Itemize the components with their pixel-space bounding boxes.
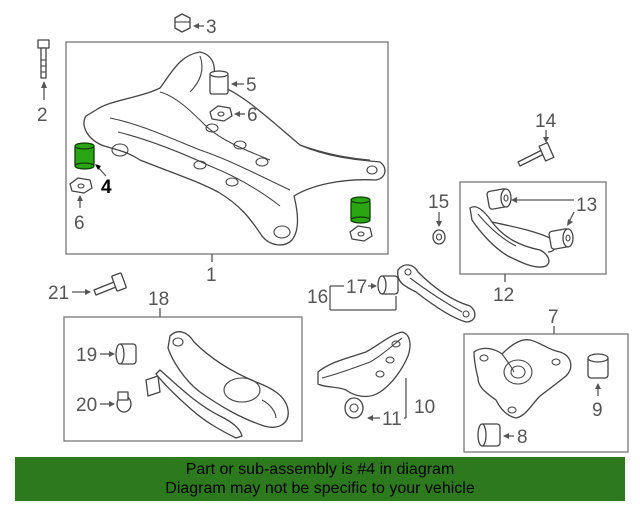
arrowhead bbox=[234, 111, 240, 117]
banner-line-1: Part or sub-assembly is #4 in diagram bbox=[185, 461, 455, 478]
arrowhead bbox=[85, 289, 91, 295]
bolt-part-20 bbox=[116, 391, 132, 413]
bushing-part-4-highlighted-left bbox=[74, 142, 95, 170]
callout-1: 1 bbox=[206, 265, 217, 286]
bolt-part-2 bbox=[37, 39, 50, 79]
bushing-part-13-lower bbox=[548, 228, 574, 250]
bushing-part-5 bbox=[209, 70, 229, 95]
callout-8: 8 bbox=[517, 427, 528, 448]
knuckle-group-box bbox=[463, 333, 629, 453]
arrowhead bbox=[567, 219, 573, 226]
washer-part-6-top bbox=[209, 105, 233, 122]
arrowhead bbox=[231, 81, 237, 87]
crossmember-part-1 bbox=[83, 51, 386, 246]
bushing-part-11 bbox=[344, 397, 364, 419]
info-banner: Part or sub-assembly is #4 in diagram Di… bbox=[15, 457, 625, 501]
callout-4: 4 bbox=[101, 177, 112, 198]
washer-part-6-right bbox=[349, 225, 373, 242]
bolt-part-14 bbox=[517, 142, 555, 167]
callout-2: 2 bbox=[37, 105, 48, 126]
banner-line-2: Diagram may not be specific to your vehi… bbox=[165, 480, 475, 497]
arrowhead bbox=[371, 283, 377, 289]
arrowhead bbox=[109, 401, 115, 407]
callout-17: 17 bbox=[346, 277, 367, 298]
arrowhead bbox=[109, 351, 115, 357]
callout-13: 13 bbox=[576, 195, 597, 216]
crossmember-group-box bbox=[65, 41, 389, 255]
callout-19: 19 bbox=[76, 345, 97, 366]
arrowhead bbox=[77, 195, 83, 201]
knuckle-part-7 bbox=[473, 339, 572, 419]
bushing-part-17 bbox=[377, 275, 399, 295]
bushing-part-13-upper bbox=[486, 188, 512, 210]
arrowhead bbox=[436, 221, 442, 227]
arrowhead bbox=[595, 383, 601, 389]
arrowhead bbox=[193, 23, 199, 29]
callout-3: 3 bbox=[206, 17, 217, 38]
parts-diagram: 3 2 1 5 6 bbox=[37, 13, 629, 453]
callout-15: 15 bbox=[428, 192, 449, 213]
callout-14: 14 bbox=[535, 111, 557, 132]
trailing-arm-part-10 bbox=[317, 331, 411, 398]
bushing-part-8 bbox=[477, 423, 501, 447]
callout-6-top: 6 bbox=[247, 105, 258, 126]
callout-20: 20 bbox=[76, 395, 97, 416]
link-part-16 bbox=[397, 264, 476, 323]
washer-part-6-left bbox=[69, 177, 93, 194]
callout-7: 7 bbox=[548, 307, 559, 328]
bolt-part-21 bbox=[93, 272, 127, 296]
bushing-part-9 bbox=[587, 353, 609, 379]
arrowhead bbox=[95, 164, 101, 170]
arrowhead bbox=[503, 433, 509, 439]
nut-part-3 bbox=[174, 13, 191, 33]
arrowhead bbox=[511, 197, 517, 203]
callout-16: 16 bbox=[307, 287, 328, 308]
washer-part-15 bbox=[432, 229, 446, 245]
lower-arm-group-box bbox=[63, 316, 303, 442]
callout-12: 12 bbox=[493, 285, 514, 306]
arrowhead bbox=[543, 137, 549, 143]
lower-arm-part-18 bbox=[155, 331, 289, 439]
bushing-part-4-highlighted-right bbox=[350, 196, 371, 224]
upper-arm-group-box bbox=[459, 181, 607, 275]
arrowhead bbox=[367, 415, 373, 421]
arrowhead bbox=[41, 81, 47, 88]
callout-9: 9 bbox=[592, 400, 603, 421]
bracket-part bbox=[145, 375, 161, 397]
callout-18: 18 bbox=[148, 289, 169, 310]
callout-21: 21 bbox=[48, 283, 69, 304]
bushing-part-19 bbox=[115, 343, 137, 365]
callout-11: 11 bbox=[382, 409, 402, 430]
callout-10: 10 bbox=[414, 397, 435, 418]
upper-arm-part-12 bbox=[469, 206, 556, 268]
callout-5: 5 bbox=[246, 75, 257, 96]
callout-6-left: 6 bbox=[74, 213, 85, 234]
